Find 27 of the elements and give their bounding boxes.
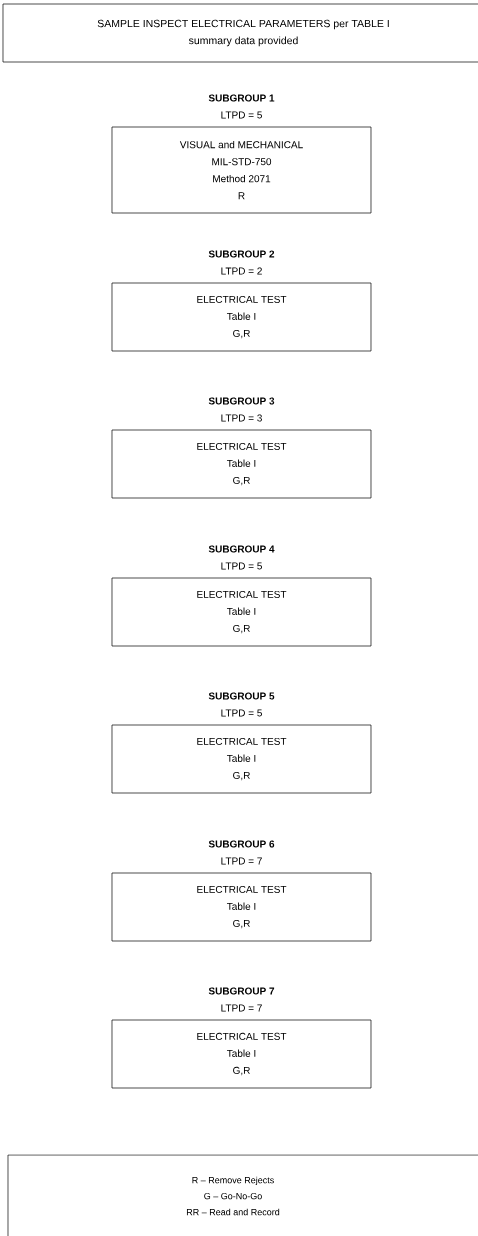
process-box: ELECTRICAL TEST Table I G,R: [111, 577, 372, 647]
key-text: R – Remove Rejects G – Go-No-Go RR – Read and Record: [186, 1176, 280, 1216]
subgroup-heading: SUBGROUP 7: [208, 987, 275, 995]
node-label: R: [238, 192, 245, 200]
node-label: Method 2071: [213, 174, 271, 183]
subgroup-heading: SUBGROUP 1: [208, 94, 275, 102]
ltpd-label: LTPD = 7: [221, 857, 262, 865]
ltpd-label: LTPD = 2: [221, 267, 262, 275]
ltpd-label: LTPD = 5: [221, 562, 262, 570]
process-box: ELECTRICAL TEST Table I G,R: [111, 282, 372, 352]
process-box: ELECTRICAL TEST Table I G,R: [111, 429, 372, 499]
process-box: VISUAL and MECHANICAL MIL-STD-750 Method 2071 R: [111, 126, 372, 214]
subgroup-heading: SUBGROUP 3: [208, 397, 275, 405]
node-label: VISUAL and MECHANICAL: [179, 140, 303, 149]
subgroup-heading: SUBGROUP 6: [208, 840, 275, 848]
ltpd-label: LTPD = 3: [221, 414, 262, 422]
node-label: MIL-STD-750: [212, 158, 272, 166]
subgroup-heading: SUBGROUP 5: [208, 692, 275, 700]
process-box: ELECTRICAL TEST Table I G,R: [111, 1019, 372, 1089]
ltpd-label: LTPD = 5: [221, 709, 262, 717]
ltpd-label: LTPD = 5: [221, 111, 262, 119]
process-box: ELECTRICAL TEST Table I G,R: [111, 724, 372, 794]
header-box: SAMPLE INSPECT ELECTRICAL PARAMETERS per TABLE I summary data provided: [2, 3, 478, 63]
subgroup-heading: SUBGROUP 4: [208, 545, 275, 553]
process-box: ELECTRICAL TEST Table I G,R: [111, 872, 372, 942]
subgroup-heading: SUBGROUP 2: [208, 250, 275, 258]
ltpd-label: LTPD = 7: [221, 1004, 262, 1012]
